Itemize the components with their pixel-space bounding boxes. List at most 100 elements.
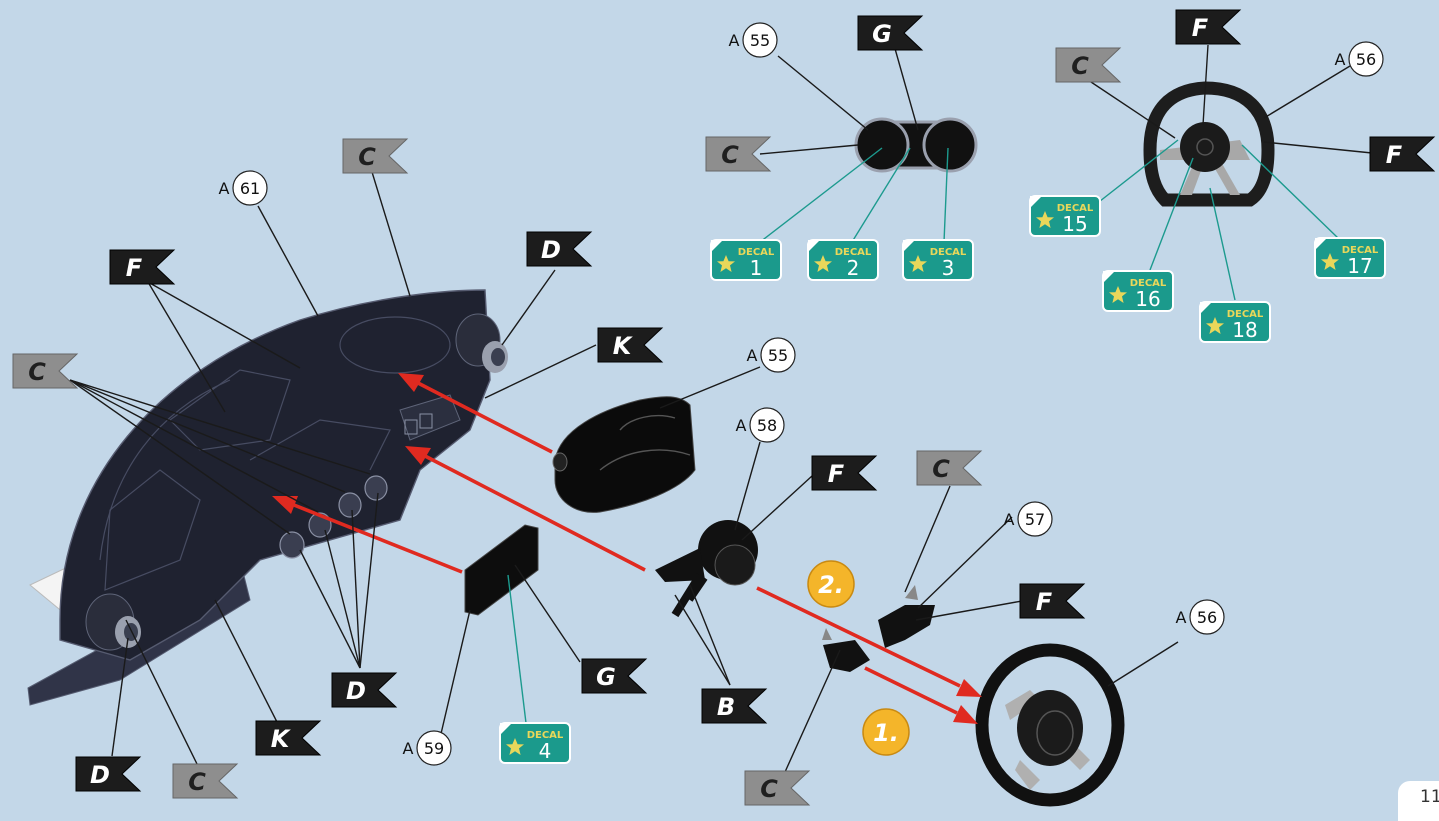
part-number-circle: [760, 337, 796, 373]
step-badge-icon: [862, 708, 910, 756]
arrow-column-to-dash: [405, 446, 646, 572]
leader-lines: [69, 37, 1373, 773]
step-badge-2: 2.: [807, 560, 855, 608]
part-prefix: A: [729, 31, 740, 50]
part-number-circle: [749, 407, 785, 443]
part-label-61: A 61: [219, 170, 268, 206]
flag-icon: [701, 688, 768, 724]
decal-number: 2: [847, 256, 860, 280]
decal-word: DECAL: [835, 247, 872, 258]
part-number: 55: [750, 31, 770, 50]
flag-marker-d: D: [331, 672, 398, 708]
decal-badge: [499, 722, 571, 764]
steering-column-part: [655, 520, 758, 618]
step-badge-icon: [807, 560, 855, 608]
decal-corner: [1315, 238, 1327, 250]
part-prefix: A: [403, 739, 414, 758]
flag-letter: C: [28, 358, 46, 386]
decal-number: 18: [1232, 318, 1257, 342]
decal-corner: [1030, 196, 1042, 208]
flag-letter: C: [721, 141, 739, 169]
decal-badge: [1102, 270, 1174, 312]
flag-letter: C: [188, 768, 206, 796]
flag-icon: [75, 756, 142, 792]
flag-letter: B: [717, 693, 735, 721]
flag-icon: [1019, 583, 1086, 619]
part-prefix: A: [747, 346, 758, 365]
decal-word: DECAL: [1130, 278, 1167, 289]
flag-icon: [109, 249, 176, 285]
arrow-column-to-wheel: [756, 586, 982, 697]
decal-badge: [807, 239, 879, 281]
decal-word: DECAL: [930, 247, 967, 258]
flag-letter: D: [541, 236, 561, 264]
flag-marker-c: C: [342, 138, 409, 174]
flag-letter: C: [358, 143, 376, 171]
flag-marker-c: C: [744, 770, 811, 806]
flag-marker-c: C: [1055, 47, 1122, 83]
instrument-housing-part: [552, 396, 696, 513]
flag-marker-k: K: [597, 327, 664, 363]
flag-marker-g: G: [857, 15, 924, 51]
part-prefix: A: [219, 179, 230, 198]
flag-letter: K: [613, 332, 634, 360]
part-number: 57: [1025, 510, 1045, 529]
decal-word: DECAL: [738, 247, 775, 258]
flag-icon: [744, 770, 811, 806]
arrow-housing-to-dash: [398, 373, 553, 454]
decal-number: 15: [1062, 212, 1087, 236]
page-number-tab: 11: [1398, 781, 1439, 821]
flag-marker-f: F: [811, 455, 878, 491]
flag-letter: F: [1386, 141, 1403, 169]
part-prefix: A: [1176, 608, 1187, 627]
step-badge-1: 1.: [862, 708, 910, 756]
decal-corner: [1103, 271, 1115, 283]
part-number-circle: [1189, 599, 1225, 635]
decal-badge: [1199, 301, 1271, 343]
flag-letter: C: [760, 775, 778, 803]
part-number-circle: [1017, 501, 1053, 537]
flag-icon: [331, 672, 398, 708]
flag-icon: [526, 231, 593, 267]
decal-corner: [711, 240, 723, 252]
flag-letter: C: [1071, 52, 1089, 80]
flag-icon: [916, 450, 983, 486]
flag-letter: D: [346, 677, 366, 705]
flag-letter: F: [126, 254, 143, 282]
part-prefix: A: [1335, 50, 1346, 69]
flag-letter: G: [596, 663, 616, 691]
part-number: 59: [424, 739, 444, 758]
decal-labels: DECAL1DECAL2DECAL3DECAL15DECAL16DECAL17D…: [499, 195, 1386, 764]
decal-corner: [808, 240, 820, 252]
part-number-circle: [1348, 41, 1384, 77]
flag-marker-c: C: [916, 450, 983, 486]
flag-marker-d: D: [75, 756, 142, 792]
flag-letter: K: [271, 725, 292, 753]
flag-icon: [811, 455, 878, 491]
flag-icon: [172, 763, 239, 799]
steering-wheel-bottom-part: [975, 643, 1125, 807]
flag-icon: [581, 658, 648, 694]
decal-corner: [903, 240, 915, 252]
decal-badge: [1029, 195, 1101, 237]
step-number: 2.: [818, 571, 844, 599]
arrow-mount-to-wheel: [864, 666, 978, 724]
flag-icon: [1175, 9, 1242, 45]
flag-marker-f: F: [109, 249, 176, 285]
part-label-55: A 55: [729, 22, 778, 58]
flag-marker-k: K: [255, 720, 322, 756]
decal-badge: [710, 239, 782, 281]
part-number: 61: [240, 179, 260, 198]
flag-marker-c: C: [172, 763, 239, 799]
step-badges: 2. 1.: [807, 560, 910, 756]
decal-word: DECAL: [527, 730, 564, 741]
